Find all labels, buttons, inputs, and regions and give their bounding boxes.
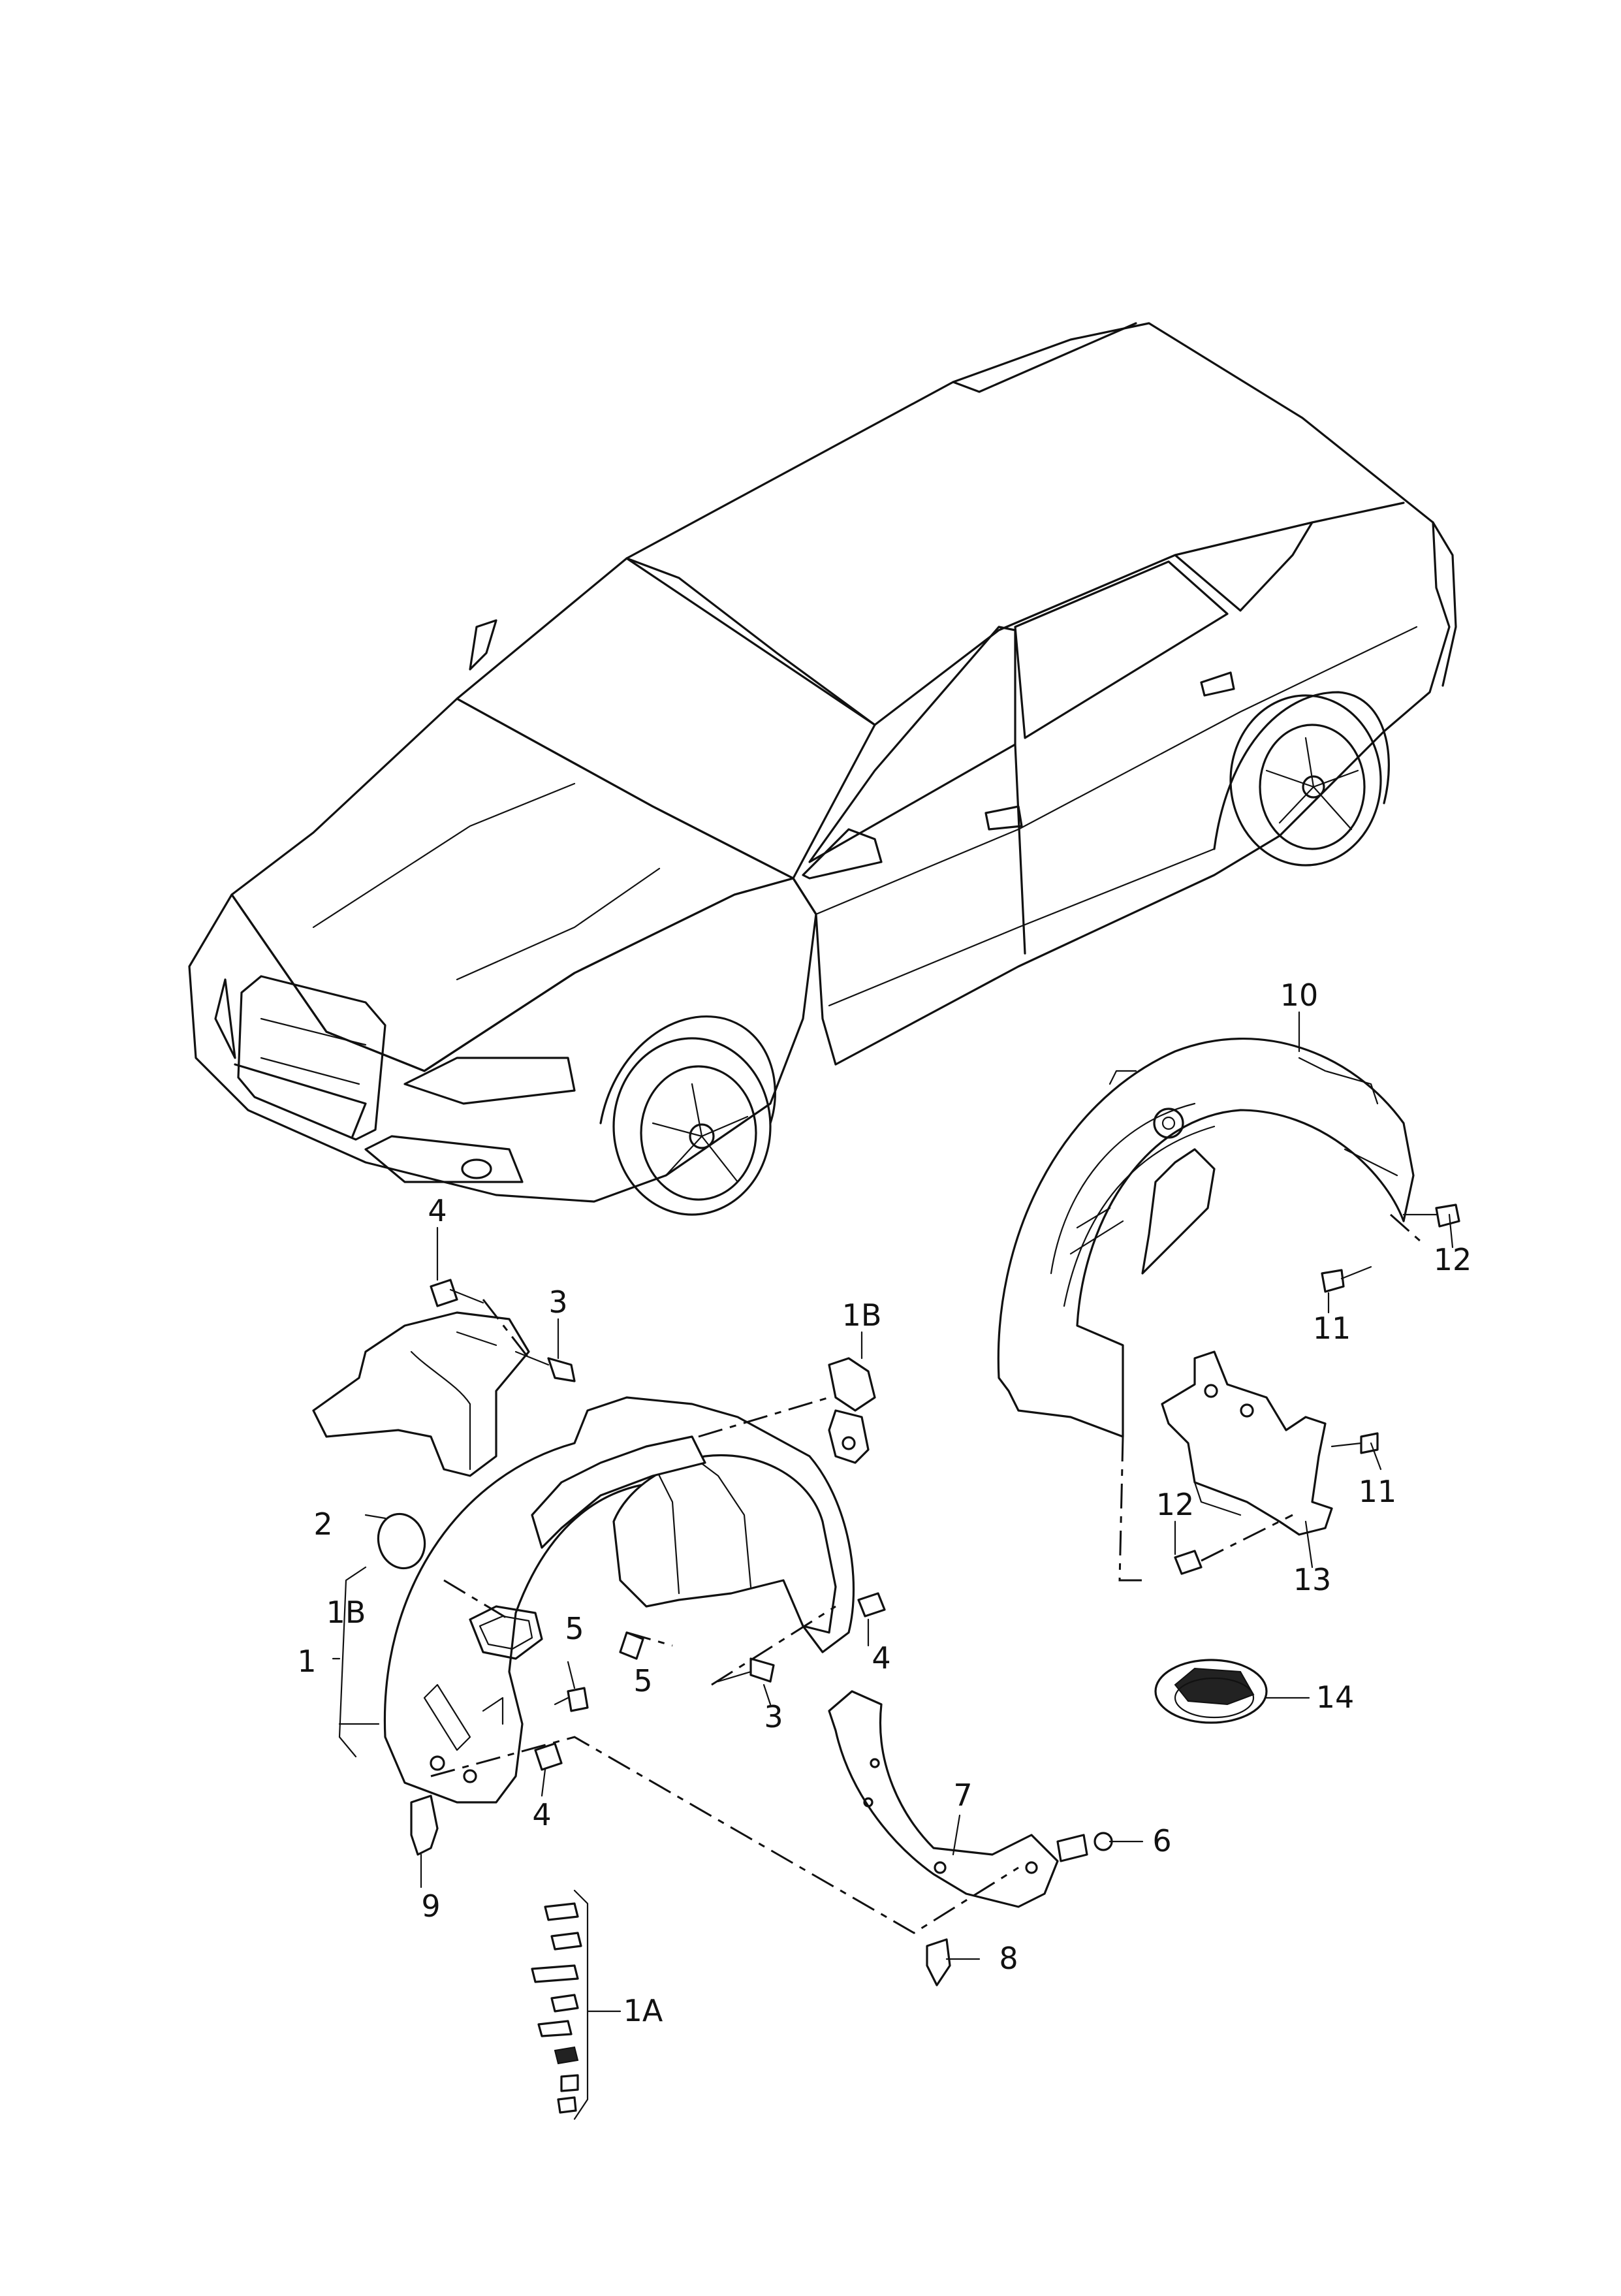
label-5-bottom: 5 — [633, 1663, 652, 1698]
label-11-bottom: 11 — [1359, 1474, 1397, 1509]
lower-trim-strip — [828, 1690, 1059, 1908]
part-2-plug — [377, 1512, 426, 1570]
label-3-bottom: 3 — [764, 1699, 783, 1734]
label-3-top: 3 — [548, 1284, 567, 1320]
upper-bracket — [312, 1311, 530, 1477]
label-2: 2 — [313, 1507, 332, 1542]
label-11-top: 11 — [1313, 1311, 1351, 1346]
label-4-top: 4 — [428, 1193, 447, 1228]
part-14-cap — [1154, 1659, 1268, 1724]
label-7: 7 — [953, 1778, 972, 1813]
label-8: 8 — [999, 1941, 1018, 1976]
front-wheel-housing-liner — [383, 1396, 855, 1804]
assembly-dashed-lines — [430, 1213, 1421, 1934]
part-9-clip — [410, 1794, 439, 1856]
part-1A-fastener-set — [531, 1902, 582, 2114]
label-1A: 1A — [623, 1993, 663, 2028]
label-5-top: 5 — [565, 1611, 584, 1646]
car-illustration — [188, 322, 1457, 1216]
label-10: 10 — [1280, 978, 1319, 1013]
leader-lines — [332, 1011, 1454, 2120]
rear-wheel-housing-liner — [997, 1038, 1415, 1438]
label-1B-top: 1B — [842, 1298, 882, 1333]
part-1B-clip — [828, 1357, 876, 1464]
fasteners — [430, 1204, 1460, 1986]
label-6: 6 — [1152, 1823, 1171, 1858]
label-12-top: 12 — [1434, 1242, 1472, 1277]
label-14: 14 — [1316, 1680, 1355, 1715]
label-1: 1 — [297, 1644, 316, 1679]
label-4-bottom: 4 — [532, 1797, 551, 1832]
label-4-right: 4 — [872, 1640, 890, 1676]
label-12-bottom: 12 — [1156, 1487, 1195, 1522]
label-1B-left: 1B — [326, 1595, 366, 1630]
rear-mounting-bracket — [1161, 1350, 1333, 1536]
label-9: 9 — [421, 1889, 440, 1924]
label-13: 13 — [1293, 1562, 1332, 1597]
callout-labels: 4 3 1B 10 12 11 2 1B 1 5 5 4 3 4 9 7 6 8… — [297, 978, 1471, 2028]
